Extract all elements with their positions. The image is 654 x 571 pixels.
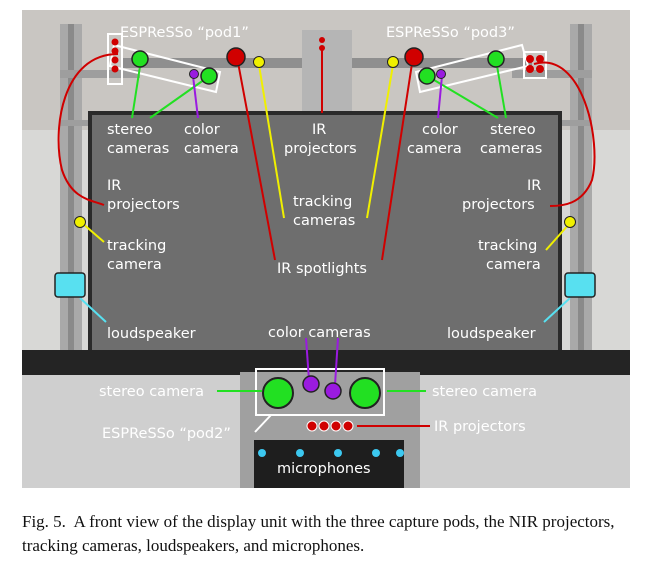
color-camera-left-line1: color xyxy=(184,122,220,138)
pod2-color-camera-left-icon xyxy=(302,375,320,393)
speaker-lines xyxy=(79,297,571,323)
stereo-cameras-left-line1: stereo xyxy=(107,122,153,138)
caption-label: Fig. 5. xyxy=(22,512,66,531)
display-screen xyxy=(90,113,560,353)
color-cameras-label: color cameras xyxy=(268,325,371,341)
ir-projector-stack-left-icon xyxy=(111,38,119,73)
color-camera-left-line2: camera xyxy=(184,141,239,157)
figure-caption: Fig. 5. A front view of the display unit… xyxy=(22,510,634,558)
ir-projector-row-bottom-icon xyxy=(306,420,354,432)
pod2-label-line xyxy=(254,414,272,433)
stereo-camera-right-label: stereo camera xyxy=(432,384,537,400)
loudspeaker-left-icon xyxy=(54,272,86,298)
stereo-cameras-left-line2: cameras xyxy=(107,141,169,157)
pod2-stereo-camera-left-icon xyxy=(262,377,294,409)
color-camera-right-line2: camera xyxy=(407,141,462,157)
ir-projectors-bottom-label: IR projectors xyxy=(434,419,526,435)
microphone-bar xyxy=(254,440,404,488)
tracking-lines xyxy=(81,64,571,251)
pod2-stereo-camera-right-icon xyxy=(349,377,381,409)
stereo-cameras-right-line2: cameras xyxy=(480,141,542,157)
pod3-stereo-camera-a-icon xyxy=(418,67,436,85)
ir-projectors-top-line2: projectors xyxy=(284,141,357,157)
ir-spotlight-right-icon xyxy=(404,47,424,67)
stereo-camera-left-label: stereo camera xyxy=(99,384,204,400)
loudspeaker-right-icon xyxy=(564,272,596,298)
top-center-mount xyxy=(302,30,352,120)
tracking-camera-top-left-icon xyxy=(253,56,265,68)
ir-projector-grid-right-icon xyxy=(526,55,544,73)
ir-projector-stack-top-icon xyxy=(319,37,325,51)
tracking-camera-left-line2: camera xyxy=(107,257,162,273)
loudspeaker-right-label: loudspeaker xyxy=(447,326,536,342)
pod1-label: ESPReSSo “pod1” xyxy=(120,25,249,41)
pod1-stereo-camera-a-icon xyxy=(131,50,149,68)
tracking-camera-top-right-icon xyxy=(387,56,399,68)
tracking-camera-left-line1: tracking xyxy=(107,238,166,254)
ir-lines xyxy=(57,49,596,427)
ir-spotlights-label: IR spotlights xyxy=(277,261,367,277)
stereo-cameras-right-line1: stereo xyxy=(490,122,536,138)
ir-projectors-left-line1: IR xyxy=(107,178,121,194)
pod1-color-camera-icon xyxy=(189,69,199,79)
pod2-color-camera-right-icon xyxy=(324,382,342,400)
pod1-box xyxy=(107,33,222,94)
tracking-camera-right-icon xyxy=(564,216,576,228)
tracking-camera-left-icon xyxy=(74,216,86,228)
microphone-dots-icon xyxy=(258,449,404,457)
pod2-label: ESPReSSo “pod2” xyxy=(102,426,231,442)
ir-projectors-top-line1: IR xyxy=(312,122,326,138)
ir-projectors-left-line2: projectors xyxy=(107,197,180,213)
tracking-camera-right-line2: camera xyxy=(486,257,541,273)
microphones-label: microphones xyxy=(277,461,371,477)
tracking-cameras-line2: cameras xyxy=(293,213,355,229)
figure-photo: ESPReSSo “pod1” ESPReSSo “pod3” stereo c… xyxy=(22,10,630,488)
ir-projectors-right-line2: projectors xyxy=(462,197,535,213)
color-lines xyxy=(192,75,443,386)
pod3-stereo-camera-b-icon xyxy=(487,50,505,68)
pod1-stereo-camera-b-icon xyxy=(200,67,218,85)
tracking-cameras-line1: tracking xyxy=(293,194,352,210)
ir-spotlight-left-icon xyxy=(226,47,246,67)
pod3-label: ESPReSSo “pod3” xyxy=(386,25,515,41)
tracking-camera-right-line1: tracking xyxy=(478,238,537,254)
caption-text: A front view of the display unit with th… xyxy=(22,512,619,555)
color-camera-right-line1: color xyxy=(422,122,458,138)
pod3-color-camera-icon xyxy=(436,69,446,79)
loudspeaker-left-label: loudspeaker xyxy=(107,326,196,342)
table-top-edge xyxy=(22,350,630,375)
ir-projectors-right-line1: IR xyxy=(527,178,541,194)
